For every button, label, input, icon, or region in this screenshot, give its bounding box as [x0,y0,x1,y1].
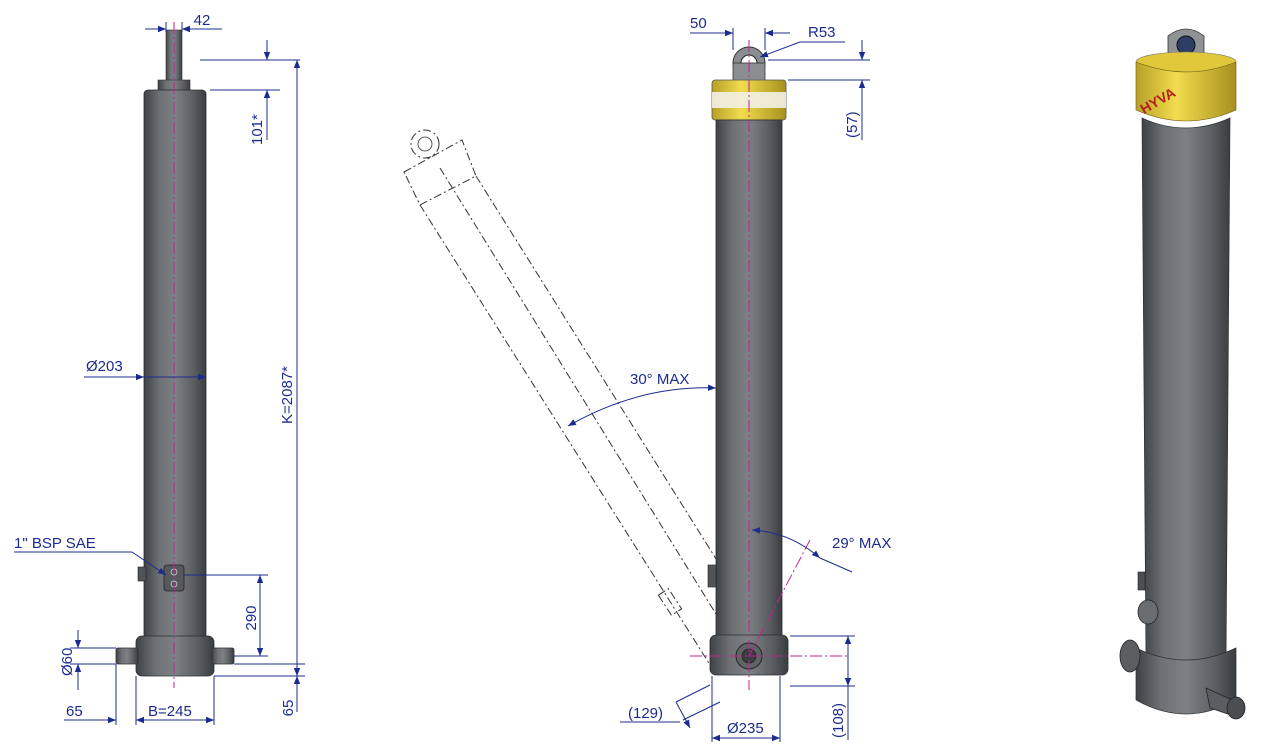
dim-rod-width: 42 [194,12,211,29]
left-view: 42 101* K=2087* Ø203 1" BSP SAE 290 Ø60 [14,12,305,725]
dim-side-angle: 29° MAX [832,535,891,552]
dim-eye-height: (57) [844,111,861,138]
port-label: 1" BSP SAE [14,535,96,552]
left-barrel [143,89,207,641]
left-pin-left [115,647,139,665]
left-pin-right [211,647,235,665]
dim-base-height: (108) [830,703,847,738]
dim-pin-diameter: Ø60 [59,648,76,676]
right-view: HYVA [1119,28,1246,720]
dim-side-offset: 65 [280,700,297,717]
middle-view: 50 R53 (57) 30° MAX 29° MAX (129) Ø235 [403,15,891,742]
dim-eye-radius: R53 [808,24,836,41]
left-base-housing [135,635,215,677]
dim-base-width: B=245 [148,703,192,720]
dim-bottom-offset: 65 [66,703,83,720]
dim-base-offset: (129) [628,705,663,722]
upright-cylinder [690,40,850,690]
dim-base-diameter: Ø235 [727,720,764,737]
dim-port-height: 290 [243,605,260,630]
right-barrel [1141,117,1231,671]
dim-length: K=2087* [279,366,296,424]
dim-tilt-angle: 30° MAX [630,371,689,388]
dim-top-height: 101* [249,114,266,145]
dim-eye-width: 50 [690,15,707,32]
dim-diameter: Ø203 [86,358,123,375]
